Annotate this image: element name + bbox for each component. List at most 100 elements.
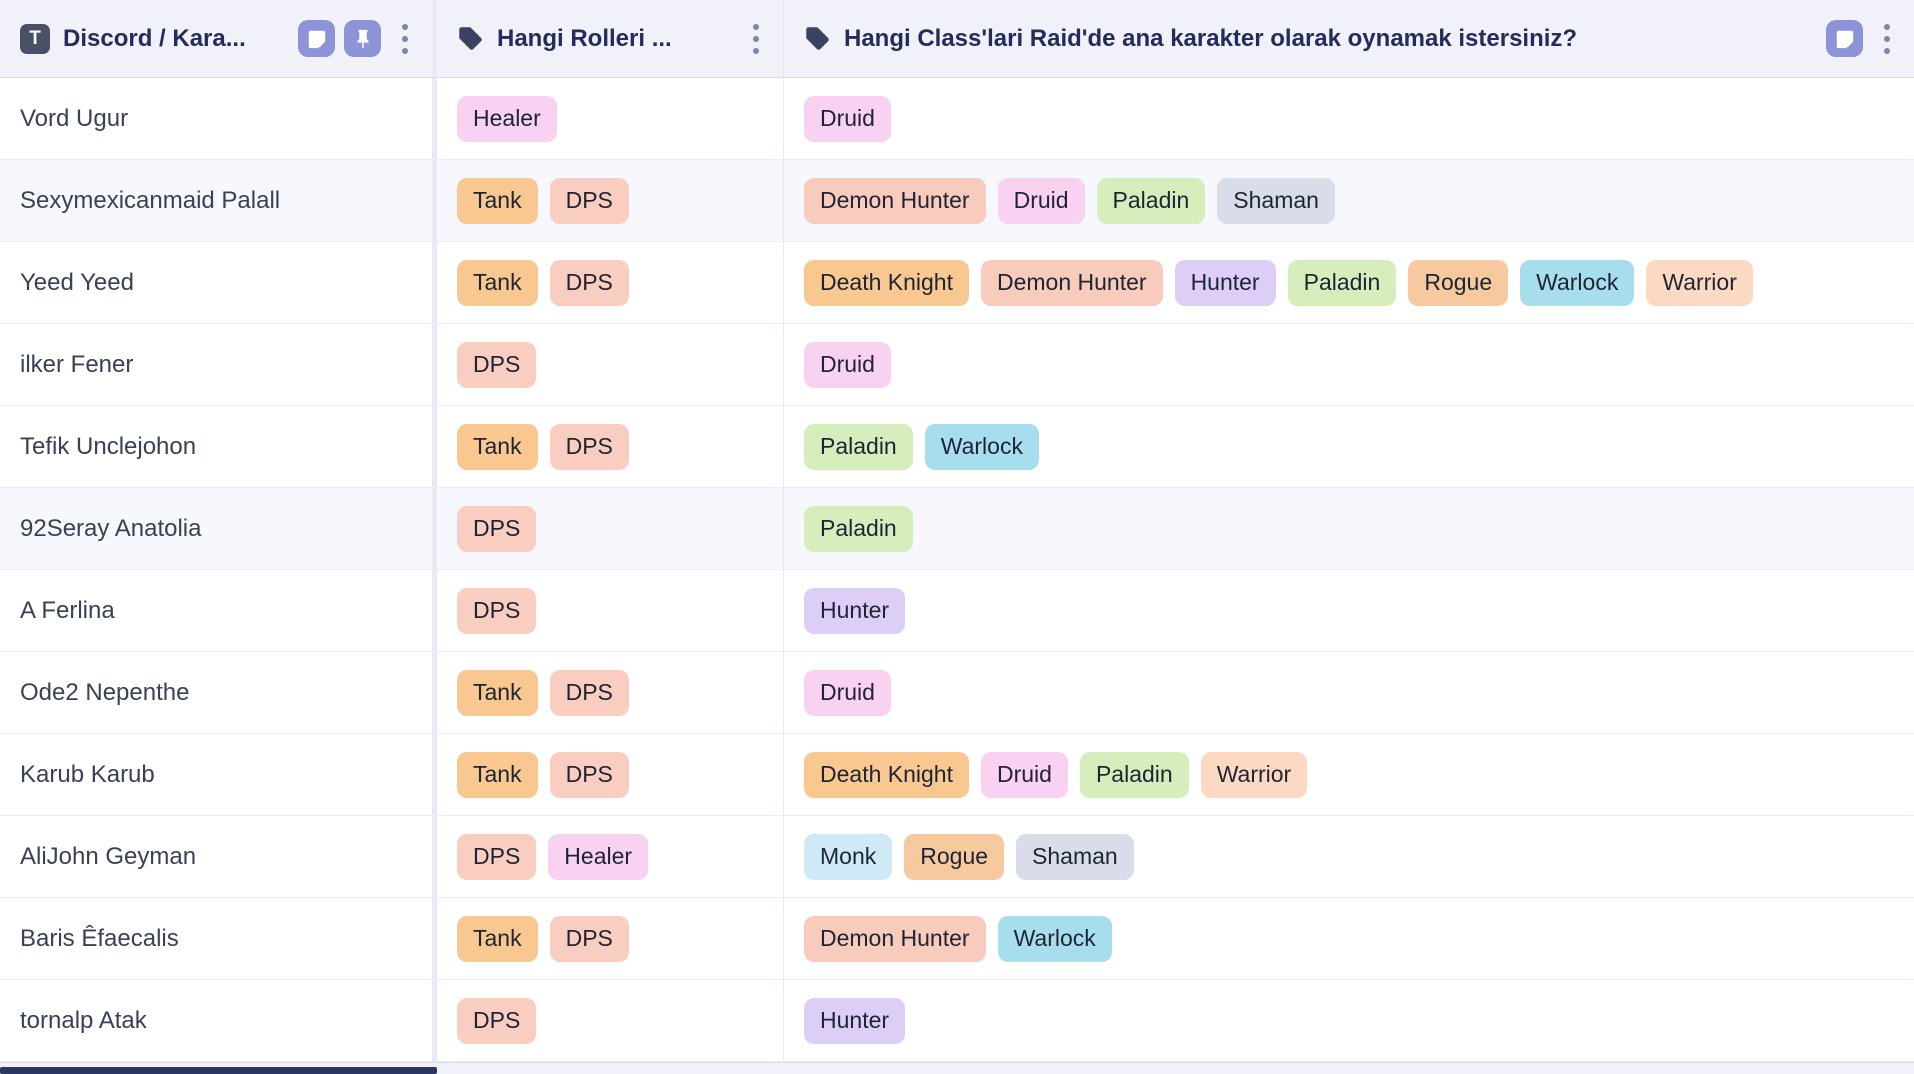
tag-pill: Warlock [1520, 259, 1635, 306]
tag-pill: DPS [457, 505, 537, 552]
roles-cell[interactable]: DPS [437, 324, 783, 405]
table-row: 92Seray Anatolia DPS Paladin [0, 488, 1914, 570]
column-header-classes[interactable]: Hangi Class'lari Raid'de ana karakter ol… [783, 0, 1914, 77]
roles-cell[interactable]: DPS [437, 488, 783, 569]
classes-cell[interactable]: Druid [783, 78, 1914, 159]
roles-cell[interactable]: DPS [437, 980, 783, 1061]
name-cell[interactable]: AliJohn Geyman [0, 816, 437, 897]
name-cell[interactable]: ilker Fener [0, 324, 437, 405]
row-name: Yeed Yeed [20, 268, 134, 296]
tag-pill: DPS [549, 915, 629, 962]
classes-cell[interactable]: Druid [783, 652, 1914, 733]
tag-pill: Warlock [997, 915, 1112, 962]
tag-pill: DPS [457, 341, 537, 388]
tag-pill: Tank [457, 177, 538, 224]
column-header-roles-label: Hangi Rolleri ... [497, 24, 672, 52]
classes-cell[interactable]: Paladin [783, 488, 1914, 569]
tag-pill: Tank [457, 751, 538, 798]
tag-pill: Shaman [1217, 177, 1335, 224]
name-cell[interactable]: tornalp Atak [0, 980, 437, 1061]
column-menu-classes[interactable] [1878, 20, 1896, 58]
row-name: Karub Karub [20, 760, 155, 788]
row-name: ilker Fener [20, 350, 134, 378]
tag-pill: Tank [457, 423, 538, 470]
name-cell[interactable]: Ode2 Nepenthe [0, 652, 437, 733]
name-cell[interactable]: Yeed Yeed [0, 242, 437, 323]
note-button[interactable] [298, 20, 335, 57]
note-button[interactable] [1826, 20, 1863, 57]
name-cell[interactable]: Baris Êfaecalis [0, 898, 437, 979]
tag-pill: Monk [804, 833, 893, 880]
column-menu-roles[interactable] [747, 20, 765, 58]
tag-pill: Warrior [1646, 259, 1753, 306]
name-cell[interactable]: 92Seray Anatolia [0, 488, 437, 569]
column-header-roles[interactable]: Hangi Rolleri ... [437, 0, 783, 77]
row-name: AliJohn Geyman [20, 842, 197, 870]
tag-pill: Tank [457, 669, 538, 716]
tag-pill: Druid [980, 751, 1068, 798]
tag-pill: DPS [549, 751, 629, 798]
note-icon [306, 28, 328, 50]
tag-pill: DPS [457, 997, 537, 1044]
tag-pill: Healer [548, 833, 649, 880]
roles-cell[interactable]: Healer [437, 78, 783, 159]
tag-pill: Druid [804, 95, 891, 142]
row-name: Tefik Unclejohon [20, 432, 197, 460]
table-row: A Ferlina DPS Hunter [0, 570, 1914, 652]
column-header-name[interactable]: T Discord / Kara... [0, 0, 437, 77]
tag-pill: Demon Hunter [804, 915, 986, 962]
column-menu-name[interactable] [396, 20, 414, 58]
tag-pill: DPS [549, 259, 629, 306]
tag-pill: Warrior [1200, 751, 1308, 798]
tag-pill: Paladin [804, 505, 913, 552]
tag-pill: Warlock [924, 423, 1039, 470]
classes-cell[interactable]: Druid [783, 324, 1914, 405]
name-cell[interactable]: Vord Ugur [0, 78, 437, 159]
classes-cell[interactable]: Hunter [783, 570, 1914, 651]
name-cell[interactable]: Tefik Unclejohon [0, 406, 437, 487]
row-name: tornalp Atak [20, 1006, 147, 1034]
tag-icon [804, 25, 831, 52]
classes-cell[interactable]: Hunter [783, 980, 1914, 1061]
tag-pill: DPS [457, 833, 537, 880]
tag-pill: Death Knight [804, 259, 969, 306]
tag-pill: DPS [549, 423, 629, 470]
pin-icon [352, 28, 374, 50]
roles-cell[interactable]: DPS [437, 570, 783, 651]
tag-pill: Druid [804, 669, 891, 716]
tag-pill: Hunter [804, 997, 906, 1044]
tag-pill: Druid [997, 177, 1085, 224]
name-cell[interactable]: A Ferlina [0, 570, 437, 651]
text-field-type-icon: T [20, 23, 50, 54]
name-cell[interactable]: Karub Karub [0, 734, 437, 815]
tag-pill: Rogue [1408, 259, 1509, 306]
horizontal-scrollbar[interactable] [0, 1067, 437, 1074]
column-header-name-label: Discord / Kara... [63, 24, 246, 52]
tag-pill: Hunter [1174, 259, 1276, 306]
table-row: ilker Fener DPS Druid [0, 324, 1914, 406]
pin-button[interactable] [344, 20, 381, 57]
tag-pill: Shaman [1016, 833, 1134, 880]
tag-icon [457, 25, 484, 52]
name-cell[interactable]: Sexymexicanmaid Palall [0, 160, 437, 241]
tag-pill: DPS [457, 587, 537, 634]
